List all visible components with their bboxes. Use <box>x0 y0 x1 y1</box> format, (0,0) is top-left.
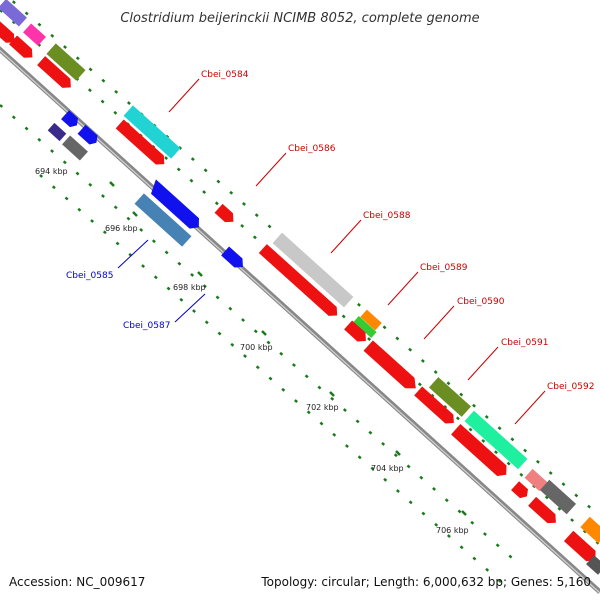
gene-feature[interactable] <box>134 193 192 247</box>
gene-label-cbei-0585[interactable]: Cbei_0585 <box>66 271 113 281</box>
gene-feature[interactable] <box>272 232 354 308</box>
gene-feature[interactable] <box>23 23 46 46</box>
gene-feature[interactable] <box>147 179 204 232</box>
kbp-label: 704 kbp <box>371 464 404 473</box>
gene-arrow[interactable] <box>344 320 370 346</box>
kbp-label: 696 kbp <box>105 224 138 233</box>
gene-arrow[interactable] <box>115 119 169 168</box>
gene-arrow[interactable] <box>214 203 238 226</box>
gene-feature[interactable] <box>61 110 81 130</box>
gene-label-cbei-0587[interactable]: Cbei_0587 <box>123 321 170 331</box>
accession-text: Accession: NC_009617 <box>9 575 145 589</box>
gene-feature[interactable] <box>586 555 600 575</box>
gene-feature[interactable] <box>46 43 86 81</box>
gene-arrow[interactable] <box>363 340 421 393</box>
gene-label-cbei-0584[interactable]: Cbei_0584 <box>201 70 249 80</box>
gene-feature[interactable] <box>539 479 577 515</box>
gene-arrow[interactable] <box>0 20 18 47</box>
gene-label-cbei-0592[interactable]: Cbei_0592 <box>547 382 594 392</box>
gene-arrow[interactable] <box>37 56 75 92</box>
gene-feature[interactable] <box>353 315 377 339</box>
kbp-label: 706 kbp <box>436 526 469 535</box>
gene-feature[interactable] <box>123 105 181 159</box>
kbp-label: 694 kbp <box>35 167 68 176</box>
tick-guide-inner-1 <box>0 104 521 566</box>
kbp-label: 700 kbp <box>240 343 273 352</box>
gene-label-cbei-0588[interactable]: Cbei_0588 <box>363 211 411 221</box>
genome-backbone <box>0 46 600 594</box>
gene-feature[interactable] <box>580 516 600 544</box>
gene-feature[interactable] <box>77 124 101 147</box>
gene-arrow[interactable] <box>511 481 531 501</box>
topology-text: Topology: circular; Length: 6,000,632 bp… <box>260 575 591 589</box>
tick-guide-inner-2 <box>39 174 511 591</box>
map-title: Clostridium beijerinckii NCIMB 8052, com… <box>120 11 479 26</box>
gene-arrow[interactable] <box>258 244 341 320</box>
gene-feature[interactable] <box>0 0 27 27</box>
gene-arrow[interactable] <box>414 386 458 427</box>
gene-label-cbei-0590[interactable]: Cbei_0590 <box>457 297 505 307</box>
gene-arrow[interactable] <box>528 496 560 527</box>
gene-arrow[interactable] <box>9 35 36 62</box>
gene-arrow[interactable] <box>563 530 600 565</box>
gene-label-cbei-0586[interactable]: Cbei_0586 <box>288 144 336 154</box>
gene-feature[interactable] <box>524 468 548 492</box>
gene-feature[interactable] <box>428 377 472 417</box>
gene-label-cbei-0589[interactable]: Cbei_0589 <box>420 263 468 273</box>
gene-features <box>0 0 600 575</box>
gene-arrow[interactable] <box>451 424 511 480</box>
kbp-ticks <box>109 181 467 516</box>
gene-feature[interactable] <box>62 135 88 161</box>
kbp-label: 702 kbp <box>306 403 339 412</box>
gene-feature[interactable] <box>360 309 382 331</box>
kbp-label: 698 kbp <box>173 283 206 292</box>
gene-label-cbei-0591[interactable]: Cbei_0591 <box>501 338 548 348</box>
label-leaders <box>117 78 546 425</box>
gene-feature[interactable] <box>47 122 67 142</box>
gene-feature[interactable] <box>221 246 247 272</box>
gene-feature[interactable] <box>464 410 528 470</box>
